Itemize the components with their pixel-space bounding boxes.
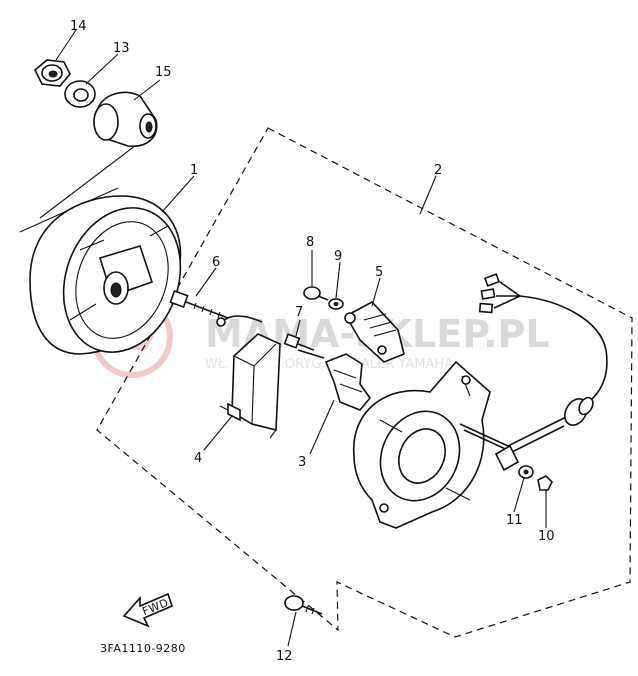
part-label-2: 2 [434,163,442,178]
part-label-3: 3 [298,455,306,470]
flywheel-rotor-part [29,195,182,355]
part-label-1: 1 [190,163,198,178]
part-number-labels: 14 13 15 1 2 6 8 9 5 7 4 3 11 10 12 [70,19,555,664]
part-label-6: 6 [212,255,220,270]
bolt-12-part [284,595,323,615]
drawing-code: 3FA1110-9280 [100,642,186,655]
washer-11-part [518,465,534,479]
part-label-8: 8 [306,235,314,250]
part-label-5: 5 [375,265,383,280]
leader-line-nut [39,135,149,219]
part-label-11: 11 [506,513,523,528]
stator-plate-part [353,360,491,529]
condenser-part [297,349,372,411]
forward-direction-arrow: FWD [122,592,173,628]
ignition-coil-part [219,333,281,439]
stator-assembly-outline [96,127,633,638]
fwd-label: FWD [140,596,170,618]
part-label-4: 4 [194,451,202,466]
contact-breaker-part [344,301,405,363]
short-screw-part [283,333,315,351]
part-label-15: 15 [155,65,172,80]
washer-part [64,80,96,108]
part-label-9: 9 [334,249,342,264]
collar-part [93,91,158,147]
long-screw-part [169,289,229,319]
nut-part [34,59,71,87]
washer-9-part [328,298,344,310]
part-label-7: 7 [295,305,303,320]
screw-10-part [537,475,553,491]
bolt-8-part [303,286,329,301]
wire-harness-part [459,273,608,472]
part-label-14: 14 [70,19,87,34]
lead-wire-part [216,315,263,327]
part-label-10: 10 [538,529,555,544]
part-label-12: 12 [276,649,293,664]
part-label-13: 13 [113,41,130,56]
leader-lines [55,29,547,647]
